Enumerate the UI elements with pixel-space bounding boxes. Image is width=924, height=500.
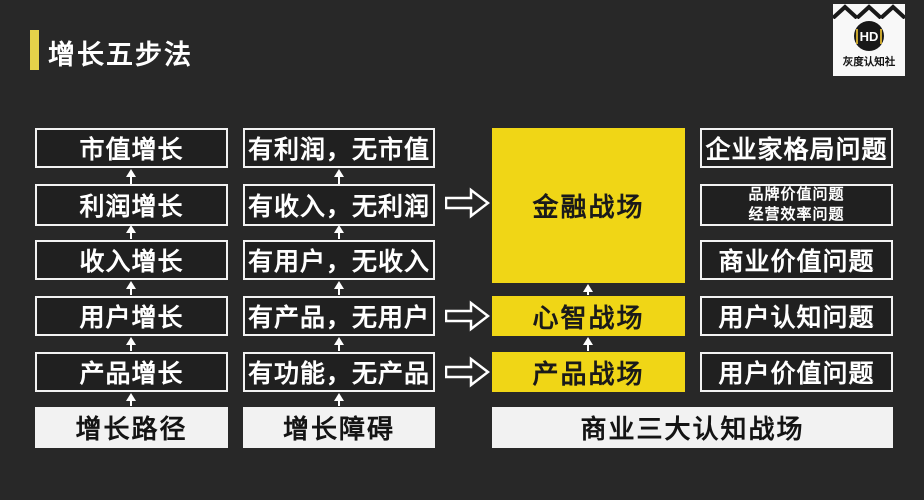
right-arrow-icon bbox=[445, 300, 490, 332]
box-brand-and-efficiency-problems: 品牌价值问题 经营效率问题 bbox=[700, 184, 893, 226]
right-arrow-icon bbox=[445, 356, 490, 388]
label-growth-path: 增长路径 bbox=[35, 407, 228, 448]
box-users-no-revenue: 有用户，无收入 bbox=[243, 240, 435, 280]
label-three-cognitive-battlefields: 商业三大认知战场 bbox=[492, 407, 893, 448]
logo-monogram: HD bbox=[855, 28, 883, 44]
up-arrow-icon bbox=[334, 169, 344, 184]
box-revenue-growth: 收入增长 bbox=[35, 240, 228, 280]
page-title: 增长五步法 bbox=[48, 40, 193, 70]
box-product-growth: 产品增长 bbox=[35, 352, 228, 392]
up-arrow-icon bbox=[126, 337, 136, 351]
title-accent-bar bbox=[30, 30, 39, 70]
box-entrepreneur-vision-problem: 企业家格局问题 bbox=[700, 128, 893, 168]
box-features-no-product: 有功能，无产品 bbox=[243, 352, 435, 392]
box-product-no-users: 有产品，无用户 bbox=[243, 296, 435, 336]
box-mind-battlefield: 心智战场 bbox=[492, 296, 685, 336]
up-arrow-icon bbox=[334, 225, 344, 239]
up-arrow-icon bbox=[334, 337, 344, 351]
box-user-cognition-problem: 用户认知问题 bbox=[700, 296, 893, 336]
chevron-pattern-icon bbox=[833, 4, 905, 19]
box-commercial-value-problem: 商业价值问题 bbox=[700, 240, 893, 280]
brand-logo: HD 灰度认知社 bbox=[833, 4, 905, 76]
up-arrow-icon bbox=[334, 393, 344, 406]
brand-value-problem-line: 品牌价值问题 bbox=[748, 186, 845, 203]
box-market-value-growth: 市值增长 bbox=[35, 128, 228, 168]
box-user-growth: 用户增长 bbox=[35, 296, 228, 336]
up-arrow-icon bbox=[334, 281, 344, 295]
up-arrow-icon bbox=[126, 169, 136, 184]
up-arrow-icon bbox=[583, 284, 593, 295]
up-arrow-icon bbox=[126, 393, 136, 406]
box-financial-battlefield: 金融战场 bbox=[492, 128, 685, 283]
up-arrow-icon bbox=[126, 225, 136, 239]
up-arrow-icon bbox=[126, 281, 136, 295]
logo-name: 灰度认知社 bbox=[842, 56, 896, 68]
operational-efficiency-problem-line: 经营效率问题 bbox=[748, 206, 845, 223]
right-arrow-icon bbox=[445, 187, 490, 219]
label-growth-obstacles: 增长障碍 bbox=[243, 407, 435, 448]
box-profit-no-marketvalue: 有利润，无市值 bbox=[243, 128, 435, 168]
box-user-value-problem: 用户价值问题 bbox=[700, 352, 893, 392]
up-arrow-icon bbox=[583, 337, 593, 351]
box-product-battlefield: 产品战场 bbox=[492, 352, 685, 392]
logo-monogram-circle: HD bbox=[854, 21, 884, 51]
